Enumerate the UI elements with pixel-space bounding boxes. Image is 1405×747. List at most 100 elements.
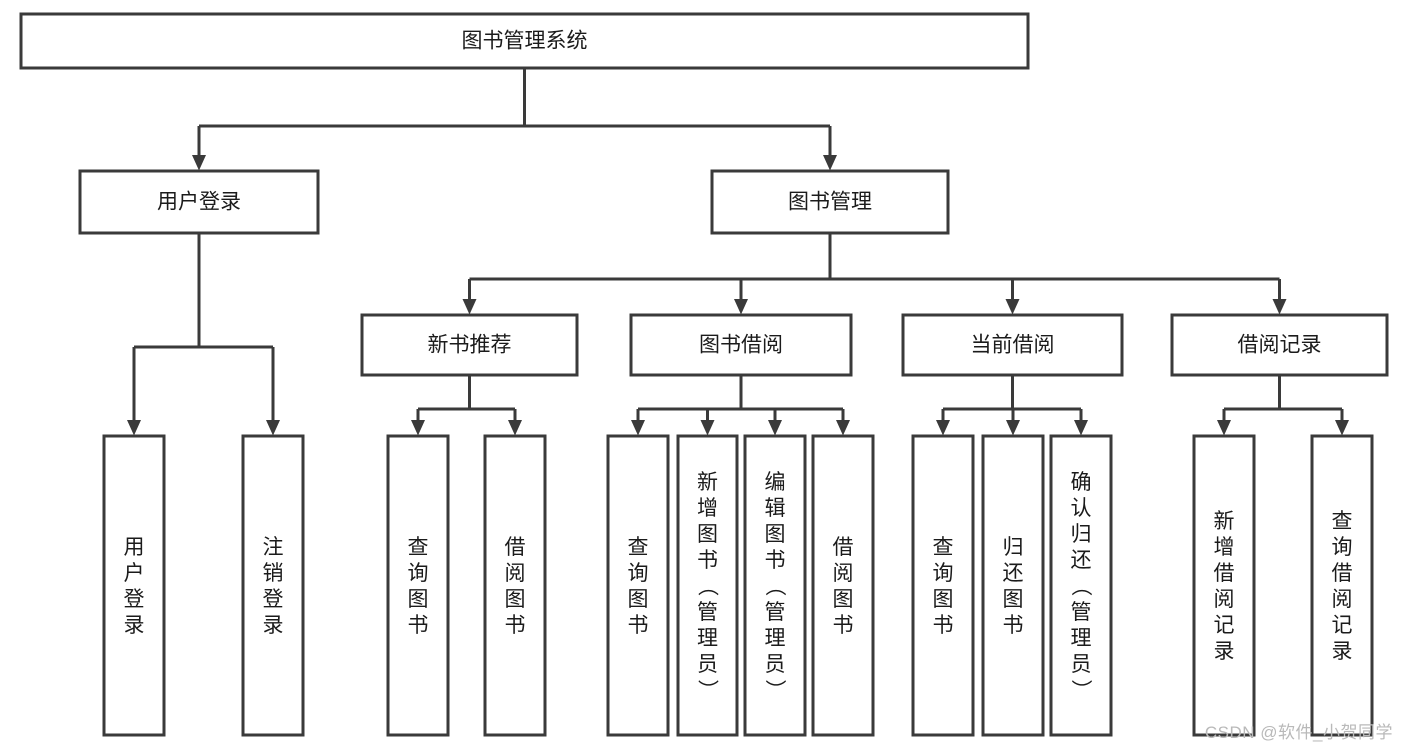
node-label-char: 阅 — [1332, 588, 1353, 611]
node-label-char: 管 — [697, 601, 718, 624]
node-label-char: 阅 — [1214, 588, 1235, 611]
node-box — [629, 313, 853, 377]
node-label-char: 录 — [1214, 640, 1235, 663]
node-label-char: 理 — [697, 627, 718, 650]
node-label-char: ） — [763, 679, 786, 700]
node-box — [78, 169, 320, 235]
node-l3-borrow[interactable]: 图书借阅 — [629, 313, 853, 377]
node-label-char: ） — [1069, 679, 1092, 700]
node-l2-user[interactable]: 用户登录 — [78, 169, 320, 235]
node-label-char: 管 — [1071, 601, 1092, 624]
node-root[interactable]: 图书管理系统 — [19, 12, 1030, 70]
node-box — [241, 434, 305, 737]
connector-layer — [127, 68, 1349, 436]
node-label-char: 书 — [697, 549, 718, 572]
connector-group-l3-newbook — [411, 375, 522, 436]
node-label-char: 查 — [933, 536, 954, 559]
node-label-char: 还 — [1071, 549, 1092, 572]
connector-group-l2-book — [462, 233, 1287, 315]
node-label-char: 书 — [628, 614, 649, 637]
node-label-char: 查 — [1332, 510, 1353, 533]
arrow-head-icon — [936, 420, 950, 436]
node-label-char: 图 — [697, 523, 718, 546]
node-box — [911, 434, 975, 737]
node-box — [1310, 434, 1374, 737]
node-label-char: （ — [696, 575, 719, 596]
arrow-head-icon — [768, 420, 782, 436]
node-box — [981, 434, 1045, 737]
node-label-char: 图 — [765, 523, 786, 546]
node-l2-book[interactable]: 图书管理 — [710, 169, 950, 235]
node-label-char: 书 — [765, 549, 786, 572]
node-label-char: 图 — [1003, 588, 1024, 611]
node-label-char: 阅 — [505, 562, 526, 585]
node-box — [1049, 434, 1113, 737]
connector-group-l3-current — [936, 375, 1088, 436]
node-label-char: （ — [763, 575, 786, 596]
node-label: 新书推荐 — [428, 334, 512, 357]
node-label-char: （ — [1069, 575, 1092, 596]
node-l3-newbook[interactable]: 新书推荐 — [360, 313, 579, 377]
arrow-head-icon — [1272, 299, 1287, 315]
arrow-head-icon — [411, 420, 425, 436]
node-label-char: 员 — [1071, 653, 1092, 676]
node-label-char: 管 — [765, 601, 786, 624]
node-box — [19, 12, 1030, 70]
arrow-head-icon — [836, 420, 850, 436]
node-box — [386, 434, 450, 737]
node-label-char: 归 — [1071, 523, 1092, 546]
node-label-char: 询 — [408, 562, 429, 585]
connector-group-l3-borrow — [631, 375, 850, 436]
node-label-char: 书 — [408, 614, 429, 637]
node-box — [676, 434, 739, 737]
node-box — [483, 434, 547, 737]
node-label-char: 图 — [505, 588, 526, 611]
node-label-char: 认 — [1071, 497, 1092, 520]
node-label-char: 登 — [124, 588, 145, 611]
node-label-char: 询 — [933, 562, 954, 585]
arrow-head-icon — [127, 420, 141, 436]
node-label-char: 还 — [1003, 562, 1024, 585]
node-label-char: 员 — [697, 653, 718, 676]
node-label-char: 书 — [933, 614, 954, 637]
node-l3-current[interactable]: 当前借阅 — [901, 313, 1124, 377]
node-leaf-user-login[interactable]: 用户登录 — [102, 434, 166, 737]
node-label-char: 辑 — [765, 497, 786, 520]
connector-group-l2-user — [127, 233, 280, 436]
node-label-char: 录 — [1332, 640, 1353, 663]
node-label-char: 销 — [263, 562, 284, 585]
arrow-head-icon — [508, 420, 522, 436]
node-label-char: 确 — [1071, 471, 1092, 494]
node-label-char: 书 — [505, 614, 526, 637]
node-label-char: 图 — [933, 588, 954, 611]
arrow-head-icon — [1074, 420, 1088, 436]
connector-group-root — [192, 68, 837, 171]
node-label-char: 书 — [1003, 614, 1024, 637]
node-label: 当前借阅 — [971, 334, 1055, 357]
node-label-char: 理 — [765, 627, 786, 650]
arrow-head-icon — [700, 420, 715, 436]
node-label-char: 用 — [124, 536, 145, 559]
node-box — [1192, 434, 1256, 737]
node-box — [102, 434, 166, 737]
node-label-char: 书 — [833, 614, 854, 637]
node-label-char: 员 — [765, 653, 786, 676]
node-label-char: 阅 — [833, 562, 854, 585]
node-label-char: 登 — [263, 588, 284, 611]
node-l3-record[interactable]: 借阅记录 — [1170, 313, 1389, 377]
node-label-char: 图 — [833, 588, 854, 611]
node-box — [360, 313, 579, 377]
